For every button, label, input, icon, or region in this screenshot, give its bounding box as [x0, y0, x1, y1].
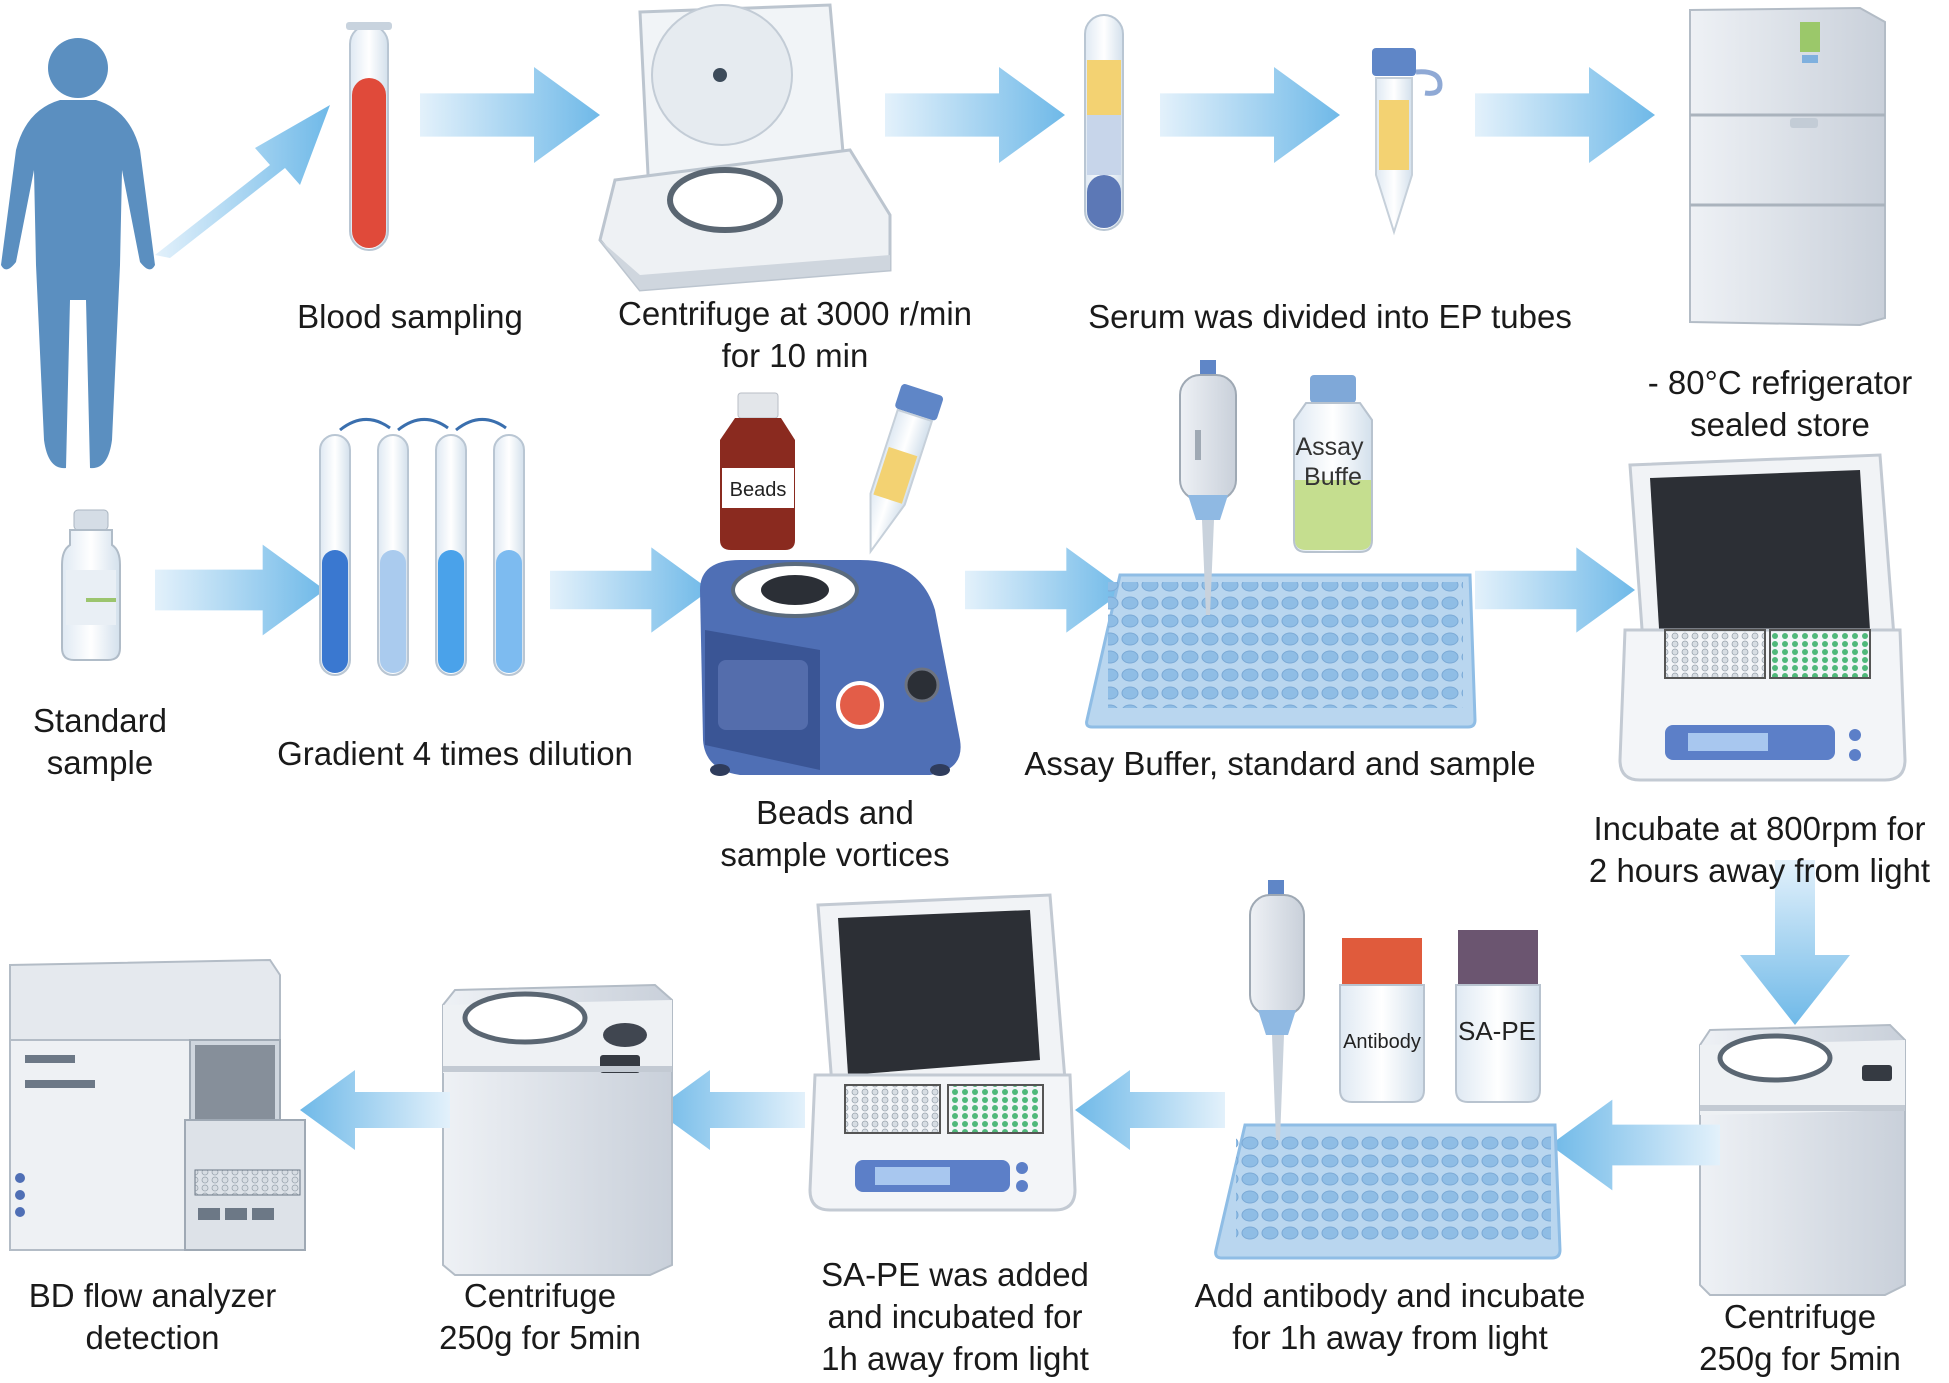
label-centrifuge-250-left: Centrifuge 250g for 5min — [439, 1277, 641, 1356]
arrow-right-6 — [550, 547, 710, 633]
pipette-icon — [1179, 360, 1237, 615]
label-assay-buffer-step: Assay Buffer, standard and sample — [1024, 745, 1536, 782]
vortex-mixer-icon — [700, 560, 961, 776]
label-centrifuge-250-right: Centrifuge 250g for 5min — [1699, 1298, 1901, 1377]
assay-buffer-bottle-label: Assay Buffe — [1295, 433, 1370, 491]
arrow-right-3 — [1160, 67, 1340, 163]
standard-vial-icon — [61, 509, 121, 661]
arrow-left-1 — [1550, 1099, 1720, 1191]
arrow-down — [1740, 860, 1850, 1025]
well-plate-icon-2 — [1214, 1123, 1562, 1260]
label-incubate-800: Incubate at 800rpm for 2 hours away from… — [1588, 810, 1931, 889]
assay-buffer-bottle-label-line2: Buffe — [1304, 463, 1362, 491]
label-serum-divided: Serum was divided into EP tubes — [1088, 298, 1572, 335]
centrifuge-icon-left — [442, 983, 673, 1276]
arrow-left-4 — [300, 1070, 450, 1150]
label-blood-sampling: Blood sampling — [297, 298, 523, 335]
centrifuge-icon-right — [1699, 1023, 1906, 1296]
label-beads-vortex: Beads and sample vortices — [720, 794, 950, 873]
arrow-right-2 — [885, 67, 1065, 163]
arrow-right-4 — [1475, 67, 1655, 163]
incubator-shaker-icon-bottom — [808, 893, 1077, 1212]
flow-analyzer-icon — [9, 958, 306, 1251]
incubator-shaker-icon-right — [1618, 453, 1907, 782]
beads-bottle-label: Beads — [730, 479, 787, 501]
human-body-icon — [1, 38, 155, 469]
dilution-tubes-icon — [319, 418, 525, 676]
assay-buffer-bottle-icon: Assay Buffe — [1293, 375, 1373, 553]
label-standard-sample: Standard sample — [33, 702, 167, 781]
ep-tube-icon — [1372, 48, 1443, 236]
sape-bottle-label: SA-PE — [1458, 1016, 1536, 1046]
arrow-right-1 — [420, 67, 600, 163]
refrigerator-icon — [1689, 6, 1886, 327]
sape-bottle-icon: SA-PE — [1455, 930, 1541, 1103]
label-centrifuge-3000: Centrifuge at 3000 r/min for 10 min — [617, 295, 973, 374]
well-plate-icon — [1085, 573, 1477, 729]
pipette-icon-2 — [1249, 880, 1305, 1140]
arrow-right-5 — [155, 544, 325, 636]
arrow-left-3 — [655, 1070, 805, 1150]
antibody-bottle-label: Antibody — [1343, 1031, 1421, 1053]
label-add-antibody: Add antibody and incubate for 1h away fr… — [1194, 1277, 1586, 1356]
label-refrigerator: - 80°C refrigerator sealed store — [1647, 364, 1913, 443]
antibody-bottle-icon: Antibody — [1339, 938, 1425, 1103]
separated-serum-tube-icon — [1084, 14, 1124, 231]
arrow-right-8 — [1475, 547, 1635, 633]
centrifuge-open-icon — [598, 3, 892, 292]
ep-tube-tilted-icon — [869, 384, 944, 555]
diagonal-arrow — [155, 105, 330, 258]
label-bd-flow: BD flow analyzer detection — [28, 1277, 277, 1356]
assay-buffer-bottle-label-line1: Assay — [1295, 433, 1364, 461]
label-gradient-dilution: Gradient 4 times dilution — [277, 735, 633, 772]
blood-tube-icon — [346, 22, 392, 251]
arrow-right-7 — [965, 547, 1125, 633]
arrow-left-2 — [1075, 1070, 1225, 1150]
label-sape-added: SA-PE was added and incubated for 1h awa… — [821, 1256, 1089, 1377]
beads-bottle-icon: Beads — [720, 392, 795, 550]
